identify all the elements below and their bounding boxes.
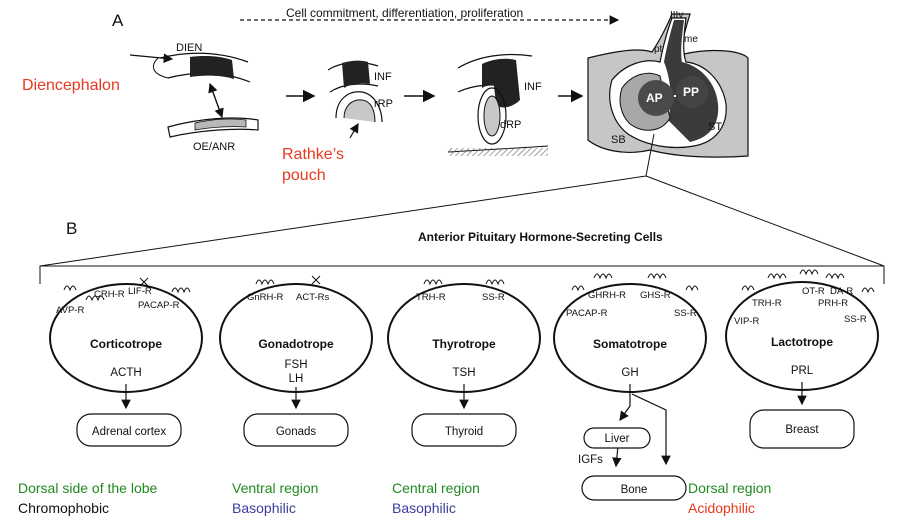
corticotrope-hormone: ACTH: [110, 367, 141, 379]
pt-label: pt: [654, 44, 663, 55]
caption-gonadotrope-stain: Basophilic: [232, 500, 296, 516]
receptor-ss-r-2: SS-R: [674, 308, 697, 319]
receptor-prh-r: PRH-R: [818, 298, 848, 309]
target-adrenal-cortex-box: [76, 413, 182, 447]
receptor-gnrh-r: GnRH-R: [247, 292, 284, 303]
zoom-line-left: [39, 175, 647, 267]
receptor-act-rs: ACT-Rs: [296, 292, 330, 303]
gonadotrope-hormone-lh: LH: [289, 373, 304, 385]
target-breast-box: [749, 409, 855, 449]
lactotrope-name: Lactotrope: [771, 335, 833, 349]
stage3-drp: [447, 53, 549, 156]
thyrotrope-name: Thyrotrope: [432, 337, 496, 351]
caption-gonadotrope-region: Ventral region: [232, 480, 318, 496]
caption-somatotrope-region: Dorsal region: [688, 480, 771, 496]
target-bone-box: [581, 475, 687, 501]
panel-a-label: A: [112, 11, 124, 30]
receptor-ss-r-3: SS-R: [844, 314, 867, 325]
target-breast: Breast: [785, 424, 819, 436]
caption-corticotrope-region: Dorsal side of the lobe: [18, 480, 158, 496]
target-thyroid-box: [411, 413, 517, 447]
receptor-lif-r: LIF-R: [128, 286, 152, 297]
rathke-annotation-line1: Rathke’s: [282, 146, 344, 163]
sb-label: SB: [611, 134, 626, 146]
receptor-vip-r: VIP-R: [734, 316, 759, 327]
receptor-ghrh-r: GHRH-R: [588, 290, 626, 301]
stage2-rathke: [327, 60, 383, 139]
somatotrope-branch-arrows: [612, 384, 671, 468]
caption-corticotrope-stain: Chromophobic: [18, 500, 109, 516]
receptor-crh-r: CRH-R: [94, 289, 125, 300]
target-bone: Bone: [621, 484, 648, 496]
igfs-label: IGFs: [578, 454, 603, 466]
inf-label-2: INF: [524, 81, 542, 93]
stage1-diencephalon: [129, 52, 259, 138]
rathke-annotation-line2: pouch: [282, 167, 326, 184]
iiiv-label: IIIv: [670, 10, 683, 21]
panel-b-bracket: [39, 265, 885, 284]
lactotrope-hormone: PRL: [791, 365, 814, 377]
receptor-da-r: DA-R: [830, 286, 853, 297]
somatotrope-hormone: GH: [621, 367, 638, 379]
thyrotrope-hormone: TSH: [453, 367, 476, 379]
receptor-ot-r: OT-R: [802, 286, 825, 297]
pp-label: PP: [683, 85, 699, 99]
caption-thyrotrope-region: Central region: [392, 480, 480, 496]
oe-anr-label: OE/ANR: [193, 141, 235, 153]
st-label: ST: [708, 121, 722, 133]
target-adrenal-cortex: Adrenal cortex: [92, 426, 166, 438]
stage4-mature-pituitary: [587, 13, 749, 158]
ap-label: AP: [646, 91, 663, 105]
flow-label: Cell commitment, differentiation, prolif…: [286, 6, 523, 20]
somatotrope-name: Somatotrope: [593, 337, 667, 351]
target-thyroid: Thyroid: [445, 426, 483, 438]
target-liver: Liver: [605, 433, 630, 445]
corticotrope-name: Corticotrope: [90, 337, 162, 351]
caption-thyrotrope-stain: Basophilic: [392, 500, 456, 516]
receptor-trh-r-2: TRH-R: [752, 298, 782, 309]
receptor-avp-r: AVP-R: [56, 305, 84, 316]
receptor-trh-r: TRH-R: [416, 292, 446, 303]
receptor-ss-r: SS-R: [482, 292, 505, 303]
target-gonads-box: [243, 413, 349, 447]
gonadotrope-name: Gonadotrope: [258, 337, 334, 351]
zoom-line-pointer: [645, 133, 655, 177]
receptor-pacap-r: PACAP-R: [138, 300, 180, 311]
target-liver-box: [583, 427, 651, 449]
diencephalon-annotation: Diencephalon: [22, 77, 120, 94]
panel-b-label: B: [66, 219, 77, 238]
caption-somatotrope-stain: Acidophilic: [688, 500, 755, 516]
dien-label: DIEN: [176, 42, 202, 54]
receptor-pacap-r-2: PACAP-R: [566, 308, 608, 319]
rrp-label: rRP: [374, 98, 393, 110]
drp-label: dRP: [500, 119, 521, 131]
target-gonads: Gonads: [276, 426, 317, 438]
inf-label-1: INF: [374, 71, 392, 83]
receptor-ghs-r: GHS-R: [640, 290, 671, 301]
zoom-line-right: [645, 175, 885, 267]
panel-b-title: Anterior Pituitary Hormone-Secreting Cel…: [418, 230, 663, 244]
gonadotrope-hormone-fsh: FSH: [285, 359, 308, 371]
me-label: me: [684, 34, 698, 45]
